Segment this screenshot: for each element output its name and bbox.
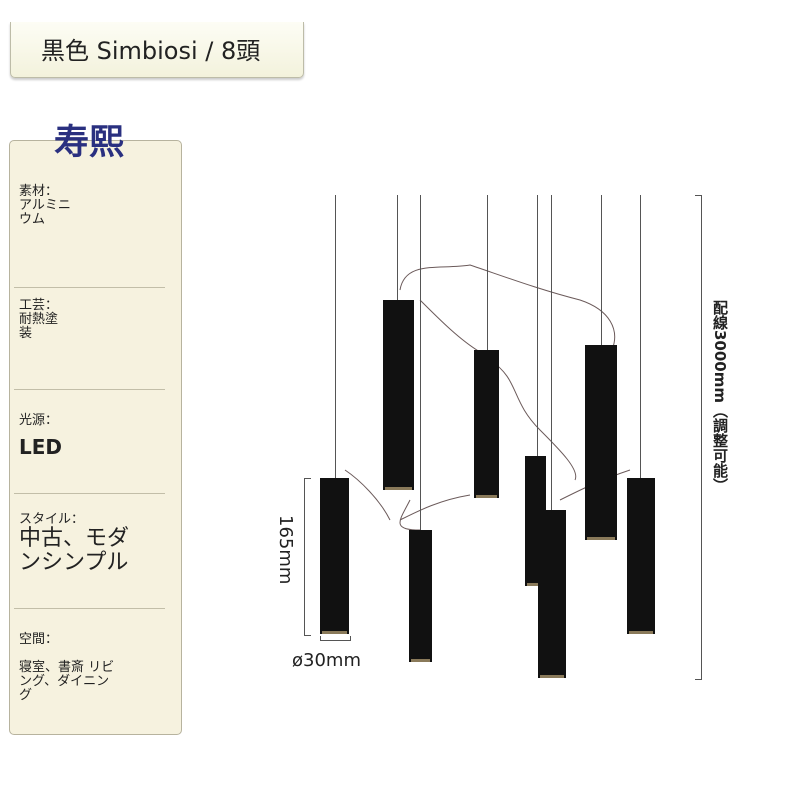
diameter-label: ø30mm xyxy=(292,650,361,671)
product-title-bar: 黒色 Simbiosi / 8頭 xyxy=(10,22,304,78)
material-value: アルミニウム xyxy=(19,198,71,227)
cord xyxy=(551,195,552,510)
pendant-lamp xyxy=(585,345,617,540)
product-title: 黒色 Simbiosi / 8頭 xyxy=(41,37,261,65)
spec-craft: 工芸：耐熱塗装 xyxy=(19,299,59,341)
height-label: 165mm xyxy=(275,515,296,585)
divider xyxy=(14,608,165,609)
light-value: LED xyxy=(19,435,63,459)
cord xyxy=(420,195,421,530)
pendant-lamp xyxy=(474,350,499,498)
cord-length-bracket xyxy=(695,195,702,680)
spec-space: 空間： 寝室、書斎 リビング、ダイニング xyxy=(19,633,119,703)
space-label: 空間： xyxy=(19,632,59,647)
divider xyxy=(14,493,165,494)
cord xyxy=(537,195,538,456)
spec-light: 光源： LED xyxy=(19,413,63,459)
craft-label: 工芸： xyxy=(19,298,59,313)
pendant-lamp xyxy=(627,478,655,634)
spec-style: スタイル：中古、モダンシンプル xyxy=(19,513,144,575)
pendant-lamp xyxy=(538,510,566,678)
cord-length-label: 配線3000mm（調整可能） xyxy=(711,300,729,494)
light-label: 光源： xyxy=(19,413,59,428)
style-label: スタイル： xyxy=(19,512,85,527)
brand-name: 寿熙 xyxy=(54,123,125,163)
height-bracket xyxy=(304,478,311,636)
spec-panel: 素材：アルミニウム 工芸：耐熱塗装 光源： LED スタイル：中古、モダンシンプル… xyxy=(9,140,182,735)
cord xyxy=(397,195,398,300)
pendant-lamp xyxy=(383,300,414,490)
pendant-lamp xyxy=(320,478,349,634)
material-label: 素材： xyxy=(19,184,59,199)
diameter-bracket xyxy=(320,636,351,641)
divider xyxy=(14,287,165,288)
pendant-lamp xyxy=(409,530,432,662)
cord xyxy=(640,195,641,478)
space-value: 寝室、書斎 リビング、ダイニング xyxy=(19,660,115,703)
divider xyxy=(14,389,165,390)
cord xyxy=(335,195,336,478)
craft-value: 耐熱塗装 xyxy=(19,312,59,341)
cord xyxy=(487,195,488,350)
style-value: 中古、モダンシンプル xyxy=(19,526,130,575)
cord xyxy=(601,195,602,345)
spec-material: 素材：アルミニウム xyxy=(19,185,74,227)
